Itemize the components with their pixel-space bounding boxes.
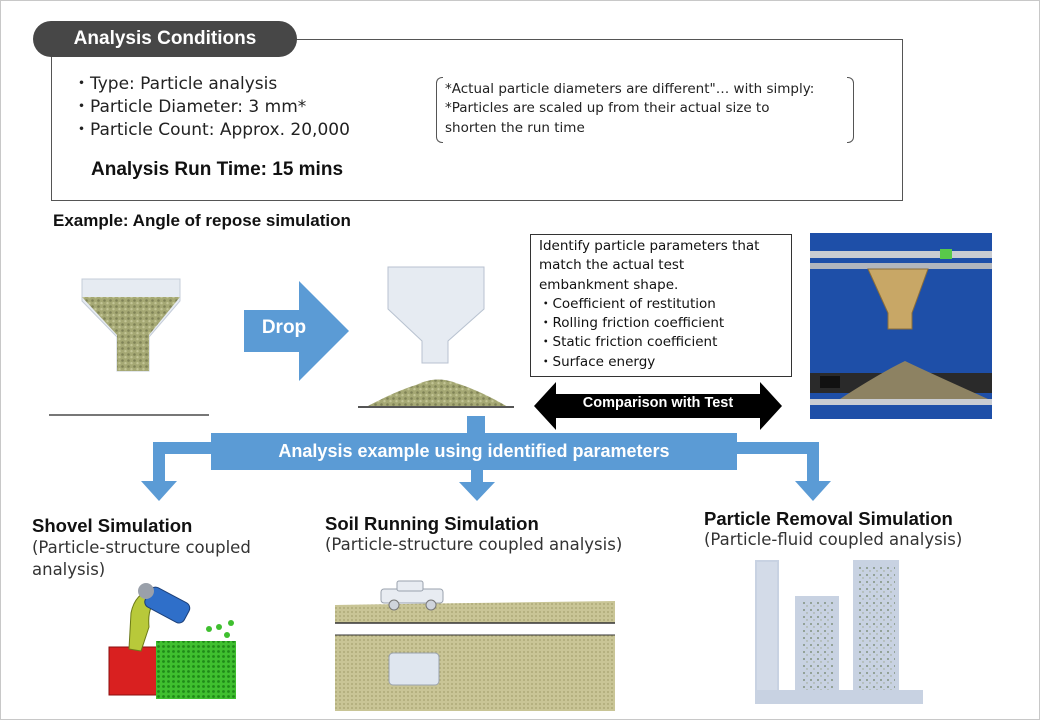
run-time: Analysis Run Time: 15 mins xyxy=(91,159,344,180)
identify-line: embankment shape. xyxy=(539,276,679,293)
hopper-before-image xyxy=(49,278,209,416)
conditions-header: Analysis Conditions xyxy=(33,21,297,57)
drop-label: Drop xyxy=(261,317,307,338)
shovel-simulation-image xyxy=(108,583,236,699)
subtitle-line: analysis) xyxy=(32,560,106,579)
subtitle-line: (Particle-structure coupled xyxy=(32,538,251,557)
identify-line: ・Static friction coefficient xyxy=(539,334,718,351)
condition-count: ・Particle Count: Approx. 20,000 xyxy=(73,120,350,140)
example-title: Example: Angle of repose simulation xyxy=(53,211,351,230)
hopper-after-image xyxy=(358,266,514,408)
scaling-note: *Actual particle diameters are different… xyxy=(436,77,854,143)
analysis-example-banner: Analysis example using identified parame… xyxy=(211,433,737,470)
subtitle-line: (Particle-fluid coupled analysis) xyxy=(704,530,963,549)
identify-line: match the actual test xyxy=(539,257,685,274)
sim-title-particle-removal: Particle Removal Simulation xyxy=(704,508,953,529)
conditions-box xyxy=(51,39,903,201)
test-photo xyxy=(810,233,992,419)
identify-line: ・Rolling friction coefficient xyxy=(539,315,725,332)
condition-type: ・Type: Particle analysis xyxy=(73,74,278,94)
sim-title-soil-running: Soil Running Simulation xyxy=(325,513,539,534)
identify-line: ・Coefficient of restitution xyxy=(539,295,716,312)
identify-line: Identify particle parameters that xyxy=(539,238,760,254)
note-bracket-right xyxy=(847,77,854,143)
note-line: *Particles are scaled up from their actu… xyxy=(445,100,770,116)
subtitle-line: (Particle-structure coupled analysis) xyxy=(325,535,623,554)
comparison-arrow xyxy=(534,382,782,430)
sim-title-shovel: Shovel Simulation xyxy=(32,515,193,536)
sim-subtitle-soil-running: (Particle-structure coupled analysis) xyxy=(325,534,622,556)
sim-subtitle-particle-removal: (Particle-fluid coupled analysis) xyxy=(704,529,962,551)
particle-removal-simulation-image xyxy=(755,560,923,704)
drop-arrow xyxy=(244,281,349,381)
note-line: *Actual particle diameters are different… xyxy=(445,81,815,97)
note-bracket-left xyxy=(436,77,443,143)
identify-line: ・Surface energy xyxy=(539,353,656,370)
identify-parameters-box: Identify particle parameters that match … xyxy=(530,234,792,377)
sim-subtitle-shovel: (Particle-structure coupled analysis) xyxy=(32,537,251,581)
condition-diameter: ・Particle Diameter: 3 mm* xyxy=(73,97,307,117)
note-line: shorten the run time xyxy=(445,120,585,136)
comparison-label: Comparison with Test xyxy=(582,395,734,411)
soil-running-simulation-image xyxy=(335,580,615,711)
